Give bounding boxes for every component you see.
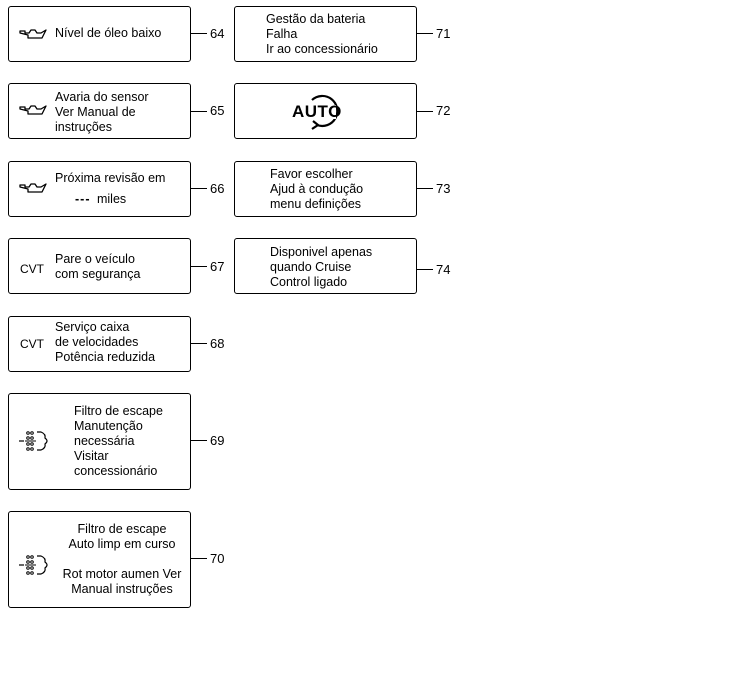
leader-line <box>417 33 433 34</box>
message-text: Pare o veículo com segurança <box>55 252 141 281</box>
exhaust-filter-icon <box>19 431 48 451</box>
cvt-label: CVT <box>20 262 44 276</box>
message-text: Filtro de escape Auto limp em curso Rot … <box>62 522 182 596</box>
distance-placeholder: --- <box>75 192 91 206</box>
auto-label: AUTO <box>292 102 342 121</box>
message-text: Avaria do sensor Ver Manual de instruçõe… <box>55 90 149 134</box>
callout-number: 68 <box>210 336 225 351</box>
message-text: Favor escolher Ajud à condução menu defi… <box>270 167 364 211</box>
message-text: Nível de óleo baixo <box>55 26 162 40</box>
leader-line <box>191 440 207 441</box>
message-panel-66 <box>8 161 191 217</box>
message-text: Gestão da bateria Falha Ir ao concession… <box>266 12 378 56</box>
leader-line <box>417 269 433 270</box>
callout-number: 67 <box>210 259 225 274</box>
cvt-label: CVT <box>20 337 44 351</box>
message-panel-65 <box>8 83 191 139</box>
message-panel-67 <box>8 238 191 294</box>
leader-line <box>191 266 207 267</box>
message-panel-69 <box>8 393 191 490</box>
leader-line <box>417 188 433 189</box>
message-text: Serviço caixa de velocidades Potência re… <box>55 320 156 364</box>
callout-number: 65 <box>210 103 225 118</box>
leader-line <box>191 343 207 344</box>
leader-line <box>191 111 207 112</box>
leader-line <box>191 188 207 189</box>
exhaust-filter-icon <box>19 555 48 575</box>
distance-value: --- miles <box>75 192 126 207</box>
message-panel-64 <box>8 6 191 62</box>
message-text: Disponivel apenas quando Cruise Control … <box>270 245 373 289</box>
callout-number: 71 <box>436 26 451 41</box>
message-panel-73 <box>234 161 417 217</box>
oil-can-icon <box>19 29 47 39</box>
callout-number: 69 <box>210 433 225 448</box>
leader-line <box>191 558 207 559</box>
message-text: Próxima revisão em <box>55 171 166 185</box>
callout-number: 66 <box>210 181 225 196</box>
oil-can-icon <box>19 183 47 193</box>
message-panel-74 <box>234 238 417 294</box>
distance-unit: miles <box>96 192 127 206</box>
message-panel-70 <box>8 511 191 608</box>
message-panel-68 <box>8 316 191 372</box>
message-panel-71 <box>234 6 417 62</box>
callout-number: 73 <box>436 181 451 196</box>
callout-number: 72 <box>436 103 451 118</box>
callout-number: 70 <box>210 551 225 566</box>
callout-number: 74 <box>436 262 451 277</box>
oil-can-icon <box>19 105 47 115</box>
message-text: Filtro de escape Manutenção necessária V… <box>74 404 163 478</box>
auto-rotate-icon <box>291 94 339 130</box>
callout-number: 64 <box>210 26 225 41</box>
leader-line <box>417 111 433 112</box>
leader-line <box>191 33 207 34</box>
